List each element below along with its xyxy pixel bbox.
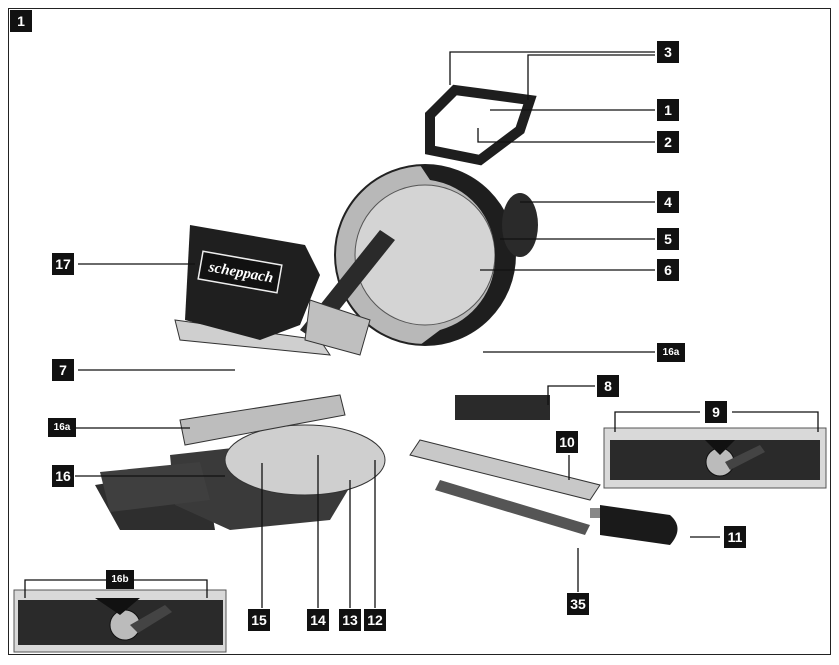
callout-12: 12 <box>364 609 386 631</box>
inset-left <box>13 589 227 653</box>
callout-11: 11 <box>724 526 746 548</box>
callout-8: 8 <box>597 375 619 397</box>
callout-16: 16 <box>52 465 74 487</box>
callout-14: 14 <box>307 609 329 631</box>
callout-2: 2 <box>657 131 679 153</box>
callout-16b: 16b <box>106 570 134 589</box>
figure-number-label: 1 <box>10 10 32 32</box>
callout-7: 7 <box>52 359 74 381</box>
callout-3: 3 <box>657 41 679 63</box>
dust-bag <box>185 225 320 340</box>
saw-head <box>174 84 538 356</box>
callout-17: 17 <box>52 253 74 275</box>
saw-base <box>95 394 601 535</box>
callout-5: 5 <box>657 228 679 250</box>
callout-10: 10 <box>556 431 578 453</box>
callout-1: 1 <box>657 99 679 121</box>
side-handle <box>590 505 678 545</box>
figure-frame <box>8 8 831 655</box>
callout-35: 35 <box>567 593 589 615</box>
callout-6: 6 <box>657 259 679 281</box>
callout-16a-left: 16a <box>48 418 76 437</box>
callout-4: 4 <box>657 191 679 213</box>
callout-15: 15 <box>248 609 270 631</box>
leader-lines <box>24 51 819 608</box>
callout-16a-right: 16a <box>657 343 685 362</box>
callout-13: 13 <box>339 609 361 631</box>
inset-right <box>603 427 827 489</box>
callout-9: 9 <box>705 401 727 423</box>
